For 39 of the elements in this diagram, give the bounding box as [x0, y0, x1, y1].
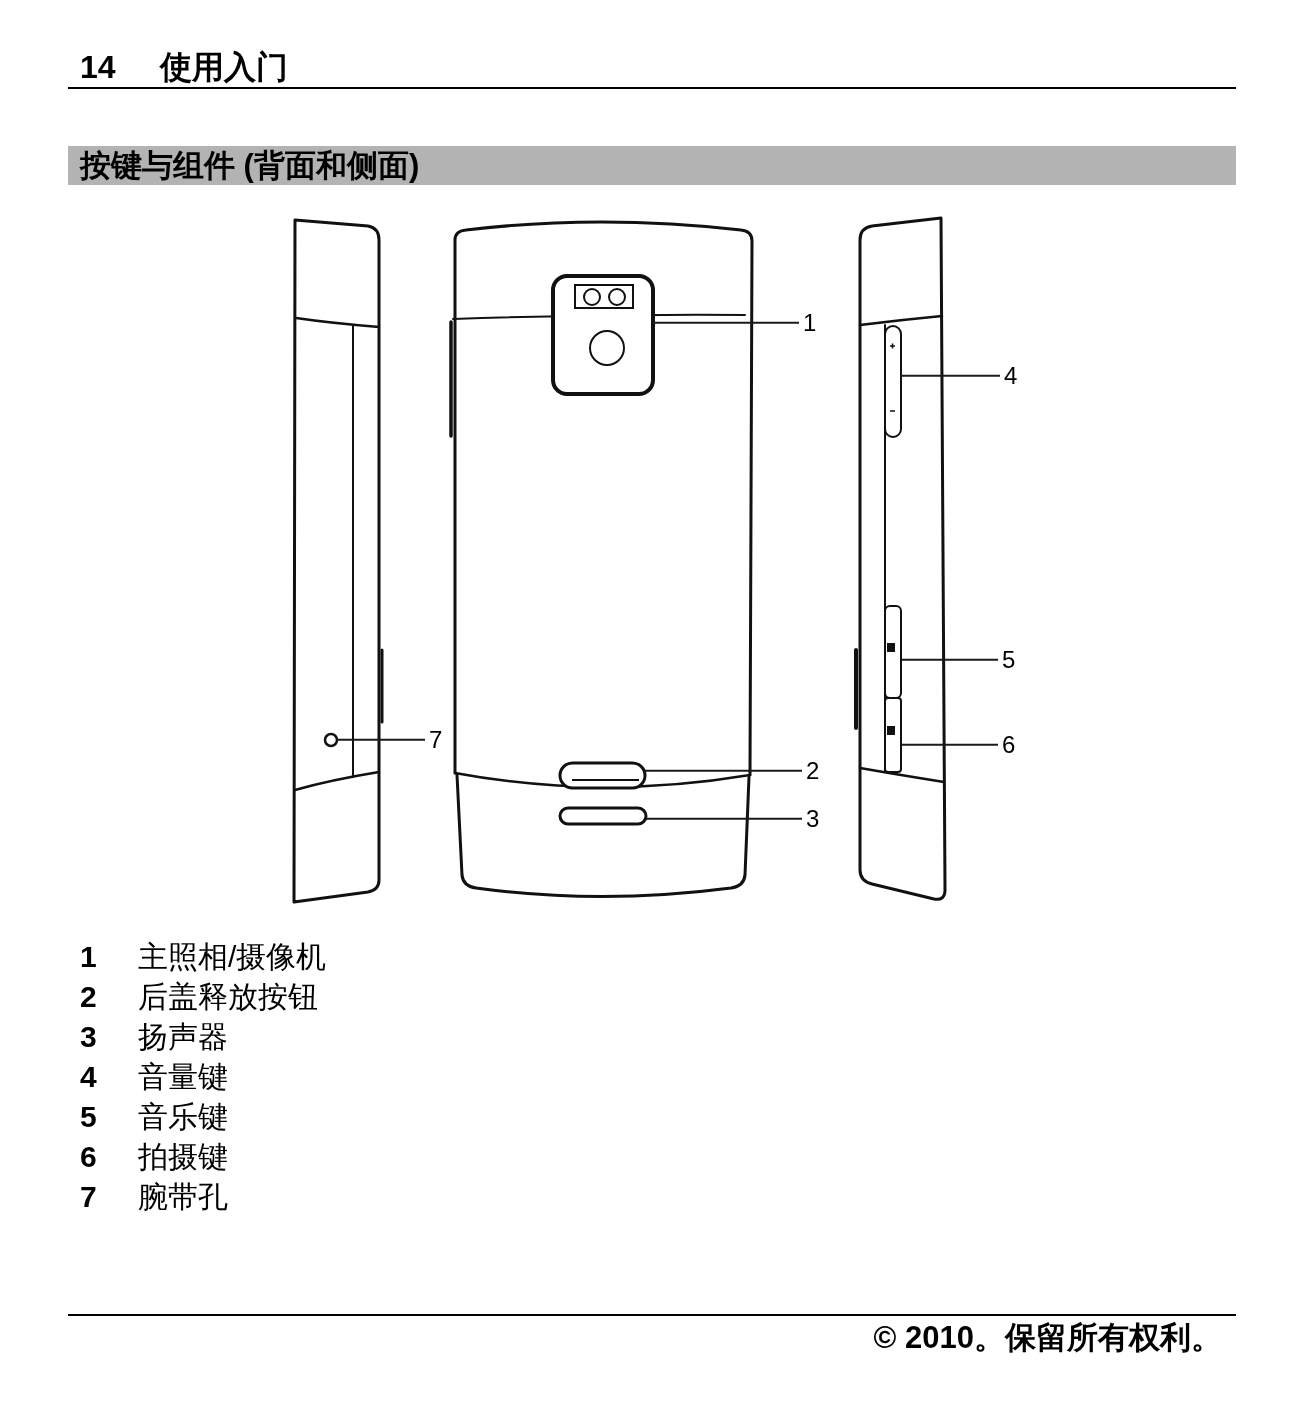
strap-hole — [323, 732, 339, 748]
copyright-notice: © 2010。保留所有权利。 — [873, 1320, 1222, 1356]
key-number: 6 — [80, 1140, 97, 1175]
key-number: 4 — [80, 1060, 97, 1095]
callout-number: 6 — [1002, 731, 1016, 759]
side-key — [884, 605, 902, 699]
callout-number: 7 — [429, 726, 443, 754]
leader-line — [900, 658, 999, 661]
speaker-grille — [558, 806, 648, 826]
key-description: 主照相/摄像机 — [138, 940, 327, 975]
key-description: 音量键 — [138, 1060, 228, 1095]
leader-line — [652, 321, 800, 324]
callout-number: 5 — [1002, 646, 1016, 674]
key-description: 音乐键 — [138, 1100, 228, 1135]
page-number: 14 — [80, 49, 116, 86]
callout-number: 1 — [803, 309, 817, 337]
leader-line — [900, 743, 999, 746]
callout-number: 4 — [1004, 362, 1018, 390]
key-number: 5 — [80, 1100, 97, 1135]
leader-line — [644, 769, 803, 772]
key-description: 拍摄键 — [138, 1140, 228, 1175]
side-key — [884, 697, 902, 773]
volume-key — [884, 325, 902, 438]
key-number: 3 — [80, 1020, 97, 1055]
key-description: 腕带孔 — [138, 1180, 228, 1215]
leader-line — [336, 738, 426, 741]
key-number: 7 — [80, 1180, 97, 1215]
chapter-title: 使用入门 — [160, 49, 288, 86]
release-button — [558, 761, 647, 790]
callout-number: 3 — [806, 805, 820, 833]
camera-module — [551, 274, 655, 396]
leader-line — [645, 817, 803, 820]
key-number: 1 — [80, 940, 97, 975]
section-title: 按键与组件 (背面和侧面) — [80, 148, 420, 184]
leader-line — [900, 374, 1001, 377]
key-number: 2 — [80, 980, 97, 1015]
callout-number: 2 — [806, 757, 820, 785]
key-description: 后盖释放按钮 — [138, 980, 318, 1015]
key-description: 扬声器 — [138, 1020, 228, 1055]
